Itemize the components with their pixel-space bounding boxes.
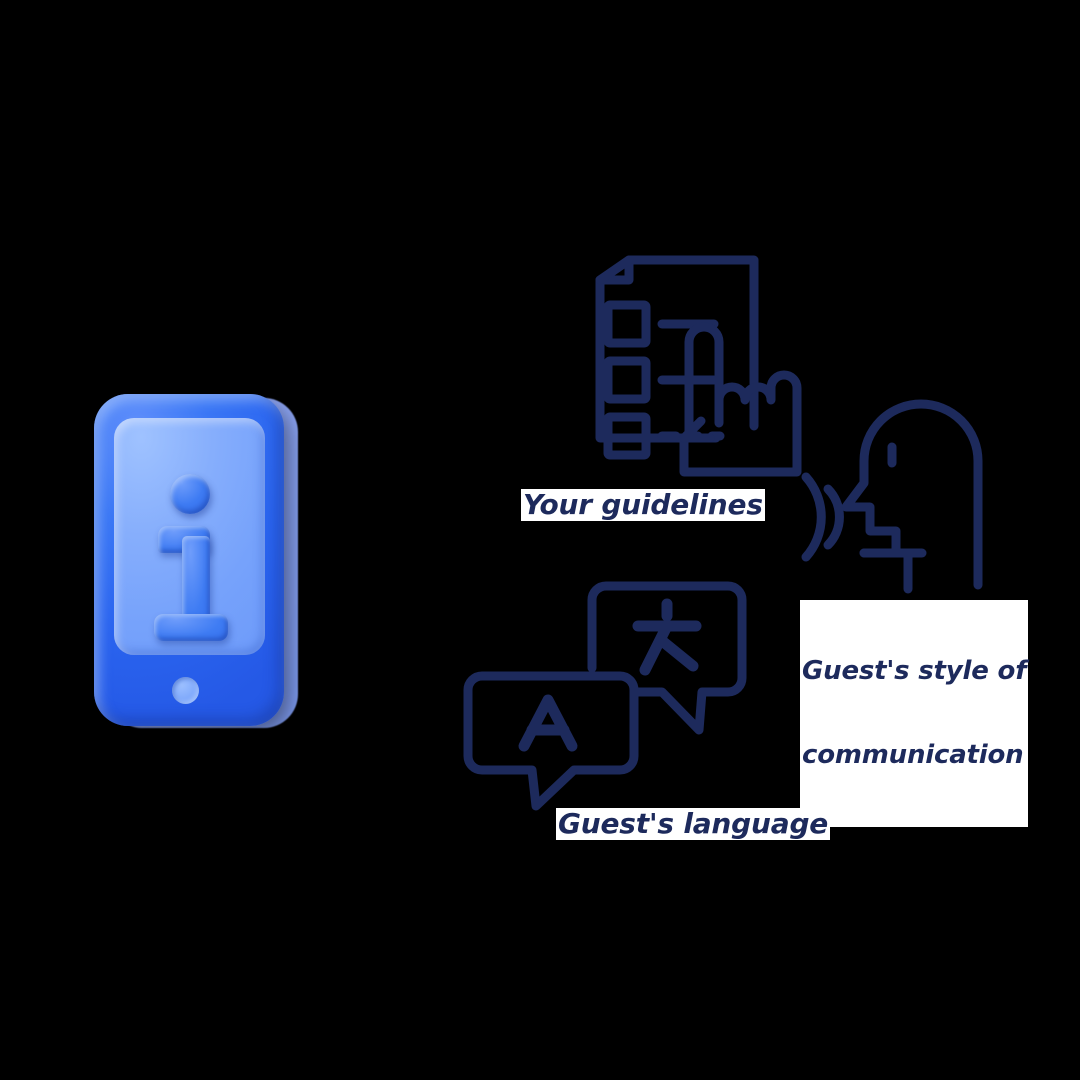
label-guests-style-of-communication: Guest's style of communication: [800, 600, 1029, 827]
label-your-guidelines: Your guidelines: [521, 488, 765, 522]
info-glyph-dot: [170, 474, 210, 514]
checklist-document-hand-icon: [566, 248, 806, 483]
label-line-1: Guest's style of: [802, 656, 1027, 687]
speaking-head-icon: [800, 385, 1015, 600]
phone-home-button: [172, 677, 199, 704]
information-phone-illustration: [88, 388, 303, 738]
label-line-2: communication: [802, 741, 1027, 769]
translation-speech-bubbles-icon: [462, 578, 762, 823]
info-glyph-stem: [154, 526, 228, 641]
phone-body: [94, 394, 284, 726]
info-glyph-base: [154, 614, 228, 641]
info-glyph-vertical: [182, 536, 210, 626]
label-guests-language: Guest's language: [556, 807, 831, 841]
phone-screen: [114, 418, 265, 655]
